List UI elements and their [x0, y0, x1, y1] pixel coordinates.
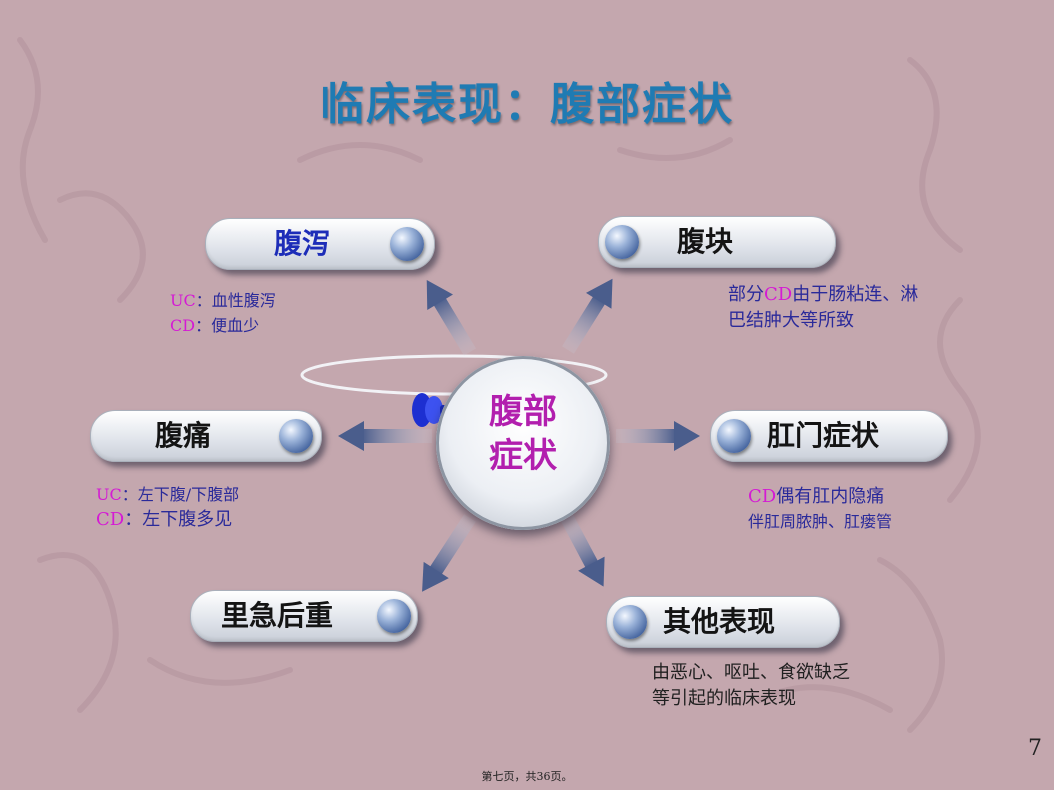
- blue-sphere-icon: [390, 227, 424, 261]
- node-pain-label: 腹痛: [155, 419, 212, 452]
- cd-tag: CD: [748, 486, 777, 507]
- cd-tag: CD: [764, 284, 793, 305]
- node-pain: 腹痛: [90, 410, 322, 462]
- node-tenesmus: 里急后重: [190, 590, 418, 642]
- node-mass-label: 腹块: [677, 225, 734, 258]
- node-other-label: 其他表现: [663, 605, 776, 638]
- blue-sphere-icon: [717, 419, 751, 453]
- note-other-line1: 由恶心、呕吐、食欲缺乏: [652, 662, 850, 683]
- note-anal-line2: 伴肛周脓肿、肛瘘管: [748, 512, 893, 531]
- note-pain: UC：左下腹/下腹部 CD：左下腹多见: [96, 482, 239, 532]
- note-other-line2: 等引起的临床表现: [652, 688, 796, 709]
- center-label: 腹部 症状: [436, 390, 610, 478]
- blue-sphere-icon: [377, 599, 411, 633]
- blue-sphere-icon: [605, 225, 639, 259]
- arrow-up-left: [426, 279, 477, 356]
- note-other: 由恶心、呕吐、食欲缺乏 等引起的临床表现: [652, 660, 850, 712]
- slide-title: 临床表现：腹部症状: [320, 79, 734, 130]
- node-mass: 腹块: [598, 216, 836, 268]
- cd-tag: CD: [170, 316, 196, 335]
- node-diarrhea: 腹泻: [205, 218, 435, 270]
- cd-tag: CD: [96, 509, 125, 530]
- note-anal-line1: 偶有肛内隐痛: [776, 486, 885, 507]
- node-tenesmus-label: 里急后重: [221, 599, 334, 632]
- note-diarrhea-uc: ：血性腹泻: [195, 291, 276, 310]
- arrow-up-right: [562, 278, 613, 354]
- node-other: 其他表现: [606, 596, 840, 648]
- note-anal: CD偶有肛内隐痛 伴肛周脓肿、肛瘘管: [748, 484, 892, 534]
- arrow-left: [338, 421, 432, 451]
- note-pain-uc: ：左下腹/下腹部: [121, 485, 240, 504]
- center-disc: [436, 356, 610, 530]
- page-number: 7: [1028, 736, 1042, 761]
- node-anal: 肛门症状: [710, 410, 948, 462]
- arrow-down-left: [422, 514, 476, 592]
- node-diarrhea-label: 腹泻: [274, 227, 331, 260]
- node-anal-label: 肛门症状: [767, 419, 880, 452]
- blue-sphere-icon: [279, 419, 313, 453]
- note-pain-cd: ：左下腹多见: [124, 509, 233, 530]
- center-line-2: 症状: [489, 436, 557, 476]
- arrow-down-right: [559, 512, 605, 587]
- note-mass-pre: 部分: [728, 284, 764, 305]
- uc-tag: UC: [96, 485, 122, 504]
- footer-page-count: 第七页，共36页。: [481, 770, 573, 783]
- arrow-right: [616, 421, 700, 451]
- center-line-1: 腹部: [489, 392, 557, 432]
- note-mass-post: 由于肠粘连、淋: [792, 284, 919, 305]
- uc-tag: UC: [170, 291, 196, 310]
- blue-sphere-icon: [613, 605, 647, 639]
- note-mass: 部分CD由于肠粘连、淋 巴结肿大等所致: [728, 282, 918, 334]
- note-diarrhea-cd: ：便血少: [195, 316, 260, 335]
- note-diarrhea: UC：血性腹泻 CD：便血少: [170, 288, 276, 338]
- note-mass-line2: 巴结肿大等所致: [728, 310, 854, 331]
